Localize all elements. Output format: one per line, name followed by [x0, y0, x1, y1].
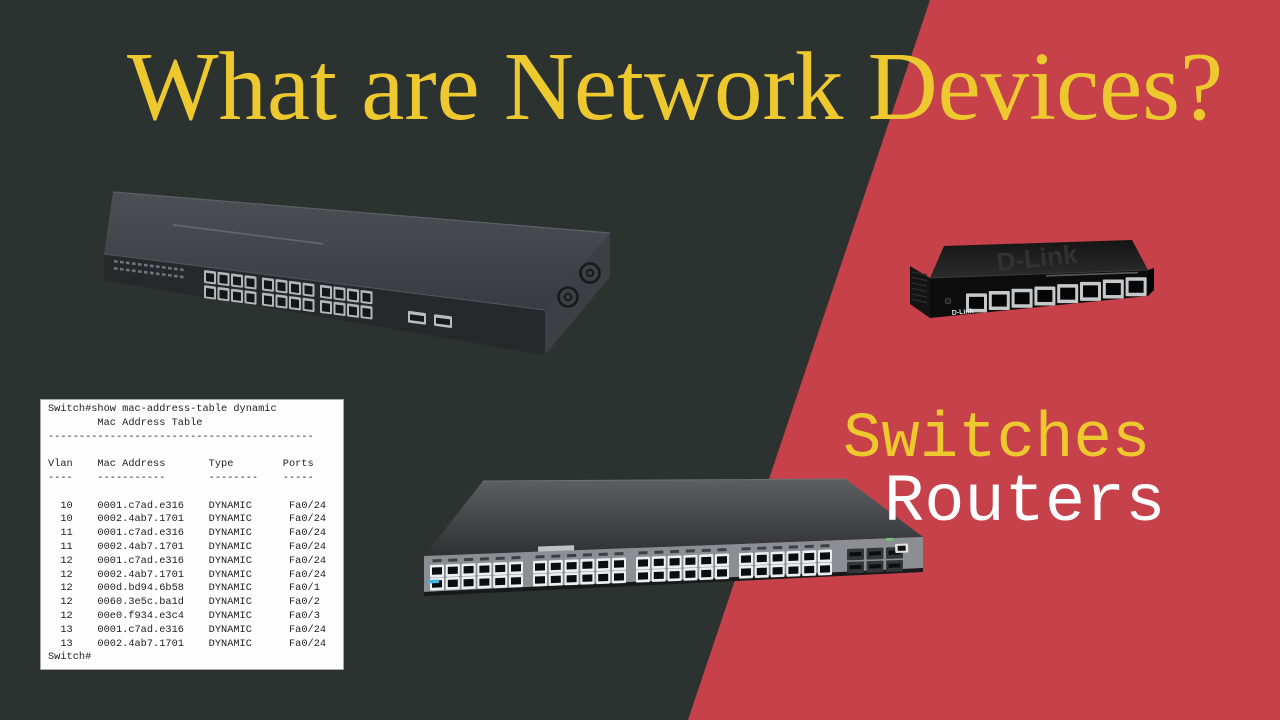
- switch-48-port-image: [424, 478, 923, 596]
- dlink-front-logo: D-Link: [952, 308, 974, 317]
- switch-48-back-edge: [482, 478, 847, 482]
- switch-24-top-print: [172, 224, 324, 245]
- routers-label: Routers: [884, 465, 1166, 541]
- switch-24-chassis: [103, 191, 611, 355]
- switch-24-led-indicators: [114, 259, 184, 279]
- mac-address-table-terminal: Switch#show mac-address-table dynamic Ma…: [40, 399, 344, 670]
- switch-24-back-edge: [112, 191, 611, 234]
- switches-label: Switches: [843, 404, 1151, 476]
- switch-24-top-face: [104, 192, 610, 310]
- switch-48-top-label-plate: [538, 545, 575, 552]
- switch-48-front-panel: [430, 544, 903, 591]
- dlink-left-vent-face: [910, 266, 930, 318]
- switch-48-rj45-ports: [430, 544, 832, 591]
- switch-24-fan-vents-icon: [557, 262, 601, 308]
- dlink-front-print: [1046, 271, 1138, 277]
- switch-24-rj45-ports: [204, 270, 373, 320]
- switch-24-front-edge: [103, 253, 546, 311]
- switch-48-logo-icon: [428, 579, 440, 584]
- dlink-front-edge: [929, 269, 1149, 279]
- switch-48-brand-mark-icon: [886, 537, 894, 541]
- dlink-power-port-icon: [944, 297, 952, 305]
- dlink-chassis: D-Link D-Link: [910, 239, 1154, 318]
- switch-48-top-face: [424, 479, 923, 556]
- dlink-vent-slots-icon: [911, 271, 928, 304]
- dlink-8-port-switch-image: D-Link D-Link: [910, 239, 1154, 318]
- terminal-text: Switch#show mac-address-table dynamic Ma…: [48, 403, 327, 664]
- dlink-right-face: [1148, 268, 1154, 296]
- switch-48-sfp-ports: [847, 546, 903, 574]
- switch-48-chassis: [424, 478, 923, 596]
- switch-48-console-port: [895, 543, 909, 553]
- switch-24-port-image: [103, 191, 611, 355]
- dlink-top-face: [930, 240, 1148, 278]
- switch-24-front-panel: [114, 259, 452, 328]
- page-title: What are Network Devices?: [126, 33, 1224, 140]
- dlink-rj45-ports: [966, 277, 1147, 313]
- switch-24-sfp-ports: [408, 310, 452, 328]
